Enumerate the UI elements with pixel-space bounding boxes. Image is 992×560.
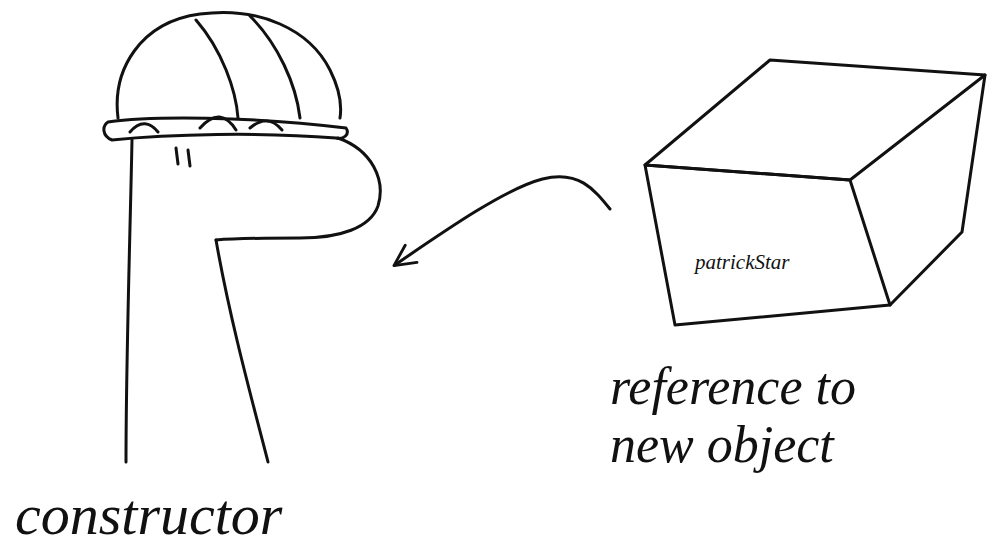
constructor-figure-node: constructor (100, 5, 395, 465)
object-caption: reference to new object (610, 358, 940, 474)
constructor-figure (126, 138, 380, 462)
hard-hat (104, 12, 347, 140)
curved-arrow (395, 177, 610, 265)
object-box: patrickStarreference to new object (610, 55, 990, 330)
object-name: patrickStar (695, 251, 875, 275)
object-cube (645, 60, 985, 325)
figure-caption: constructor (15, 483, 375, 548)
